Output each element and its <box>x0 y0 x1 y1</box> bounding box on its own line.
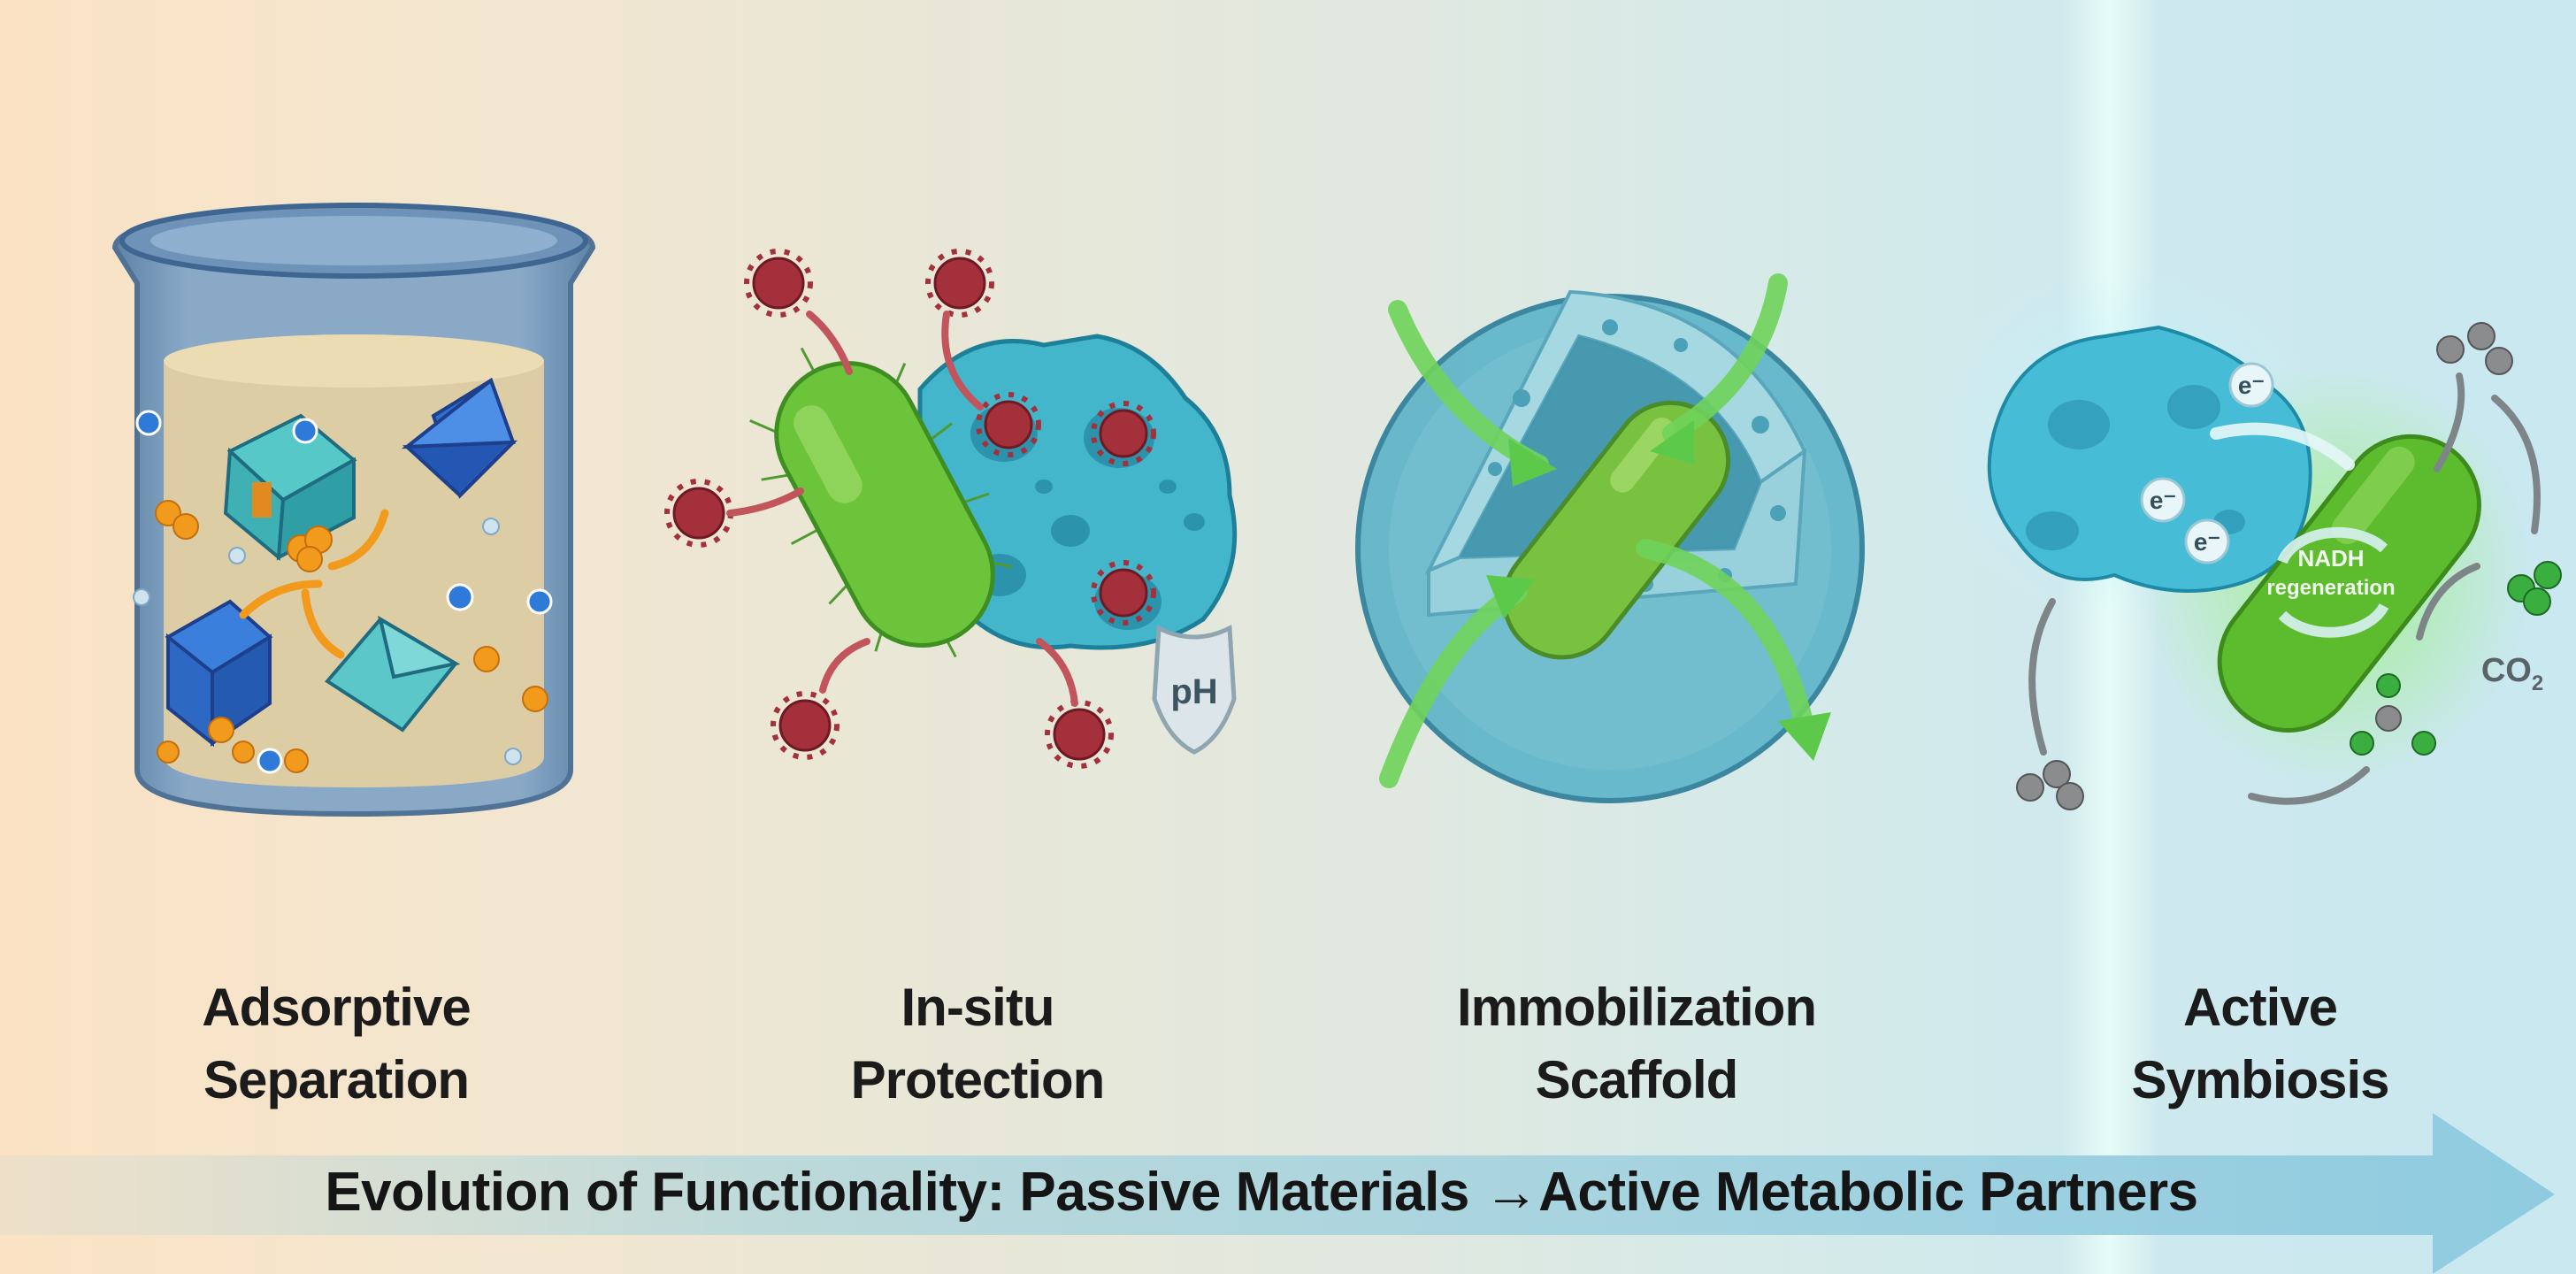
beaker-with-porous-crystals-icon <box>111 203 596 817</box>
svg-text:NADH: NADH <box>2297 545 2364 572</box>
stage-label-line1: In-situ <box>901 978 1055 1037</box>
stage-label-immobilization-scaffold: Immobilization Scaffold <box>1389 971 1884 1117</box>
pathogen-icon <box>672 257 1148 761</box>
svg-text:e⁻: e⁻ <box>2150 487 2176 514</box>
stage-label-line2: Scaffold <box>1535 1050 1739 1109</box>
stage-panel-immobilization-scaffold <box>1345 265 1875 814</box>
stage-panel-in-situ-protection: pH <box>655 230 1238 796</box>
stage-label-line1: Immobilization <box>1457 978 1817 1037</box>
svg-text:pH: pH <box>1170 672 1217 711</box>
svg-text:e⁻: e⁻ <box>2194 528 2220 556</box>
stage-panel-adsorptive-separation <box>88 177 655 849</box>
background-light-beam <box>2061 0 2158 1274</box>
stage-label-line2: Symbiosis <box>2131 1050 2389 1109</box>
arrow-right-icon <box>0 1113 2555 1274</box>
stage-label-in-situ-protection: In-situ Protection <box>730 971 1225 1117</box>
stage-panel-active-symbiosis: e⁻ e⁻ e⁻ NADH regeneration <box>1920 265 2576 840</box>
bacterium-shielded-by-porous-framework-icon: pH <box>664 249 1238 769</box>
ph-shield-icon: pH <box>1152 625 1237 755</box>
banner-title: Evolution of Functionality: Passive Mate… <box>325 1162 2198 1223</box>
stage-label-line1: Active <box>2182 978 2338 1037</box>
co2-label: CO2 <box>2481 652 2543 695</box>
evolution-arrow-banner <box>0 1113 2555 1274</box>
stage-label-line2: Separation <box>203 1050 470 1109</box>
stage-label-line1: Adsorptive <box>202 978 471 1037</box>
stage-label-active-symbiosis: Active Symbiosis <box>2012 971 2508 1117</box>
stage-label-line2: Protection <box>850 1050 1106 1109</box>
stage-label-adsorptive-separation: Adsorptive Separation <box>88 971 584 1117</box>
svg-text:e⁻: e⁻ <box>2238 372 2265 399</box>
framework-bacterium-electron-transfer-icon: e⁻ e⁻ e⁻ NADH regeneration <box>1920 265 2562 810</box>
svg-text:regeneration: regeneration <box>2266 576 2395 600</box>
bacterium-encapsulated-in-porous-sphere-icon <box>1355 273 1865 803</box>
electron-icon: e⁻ e⁻ e⁻ <box>2140 362 2274 564</box>
